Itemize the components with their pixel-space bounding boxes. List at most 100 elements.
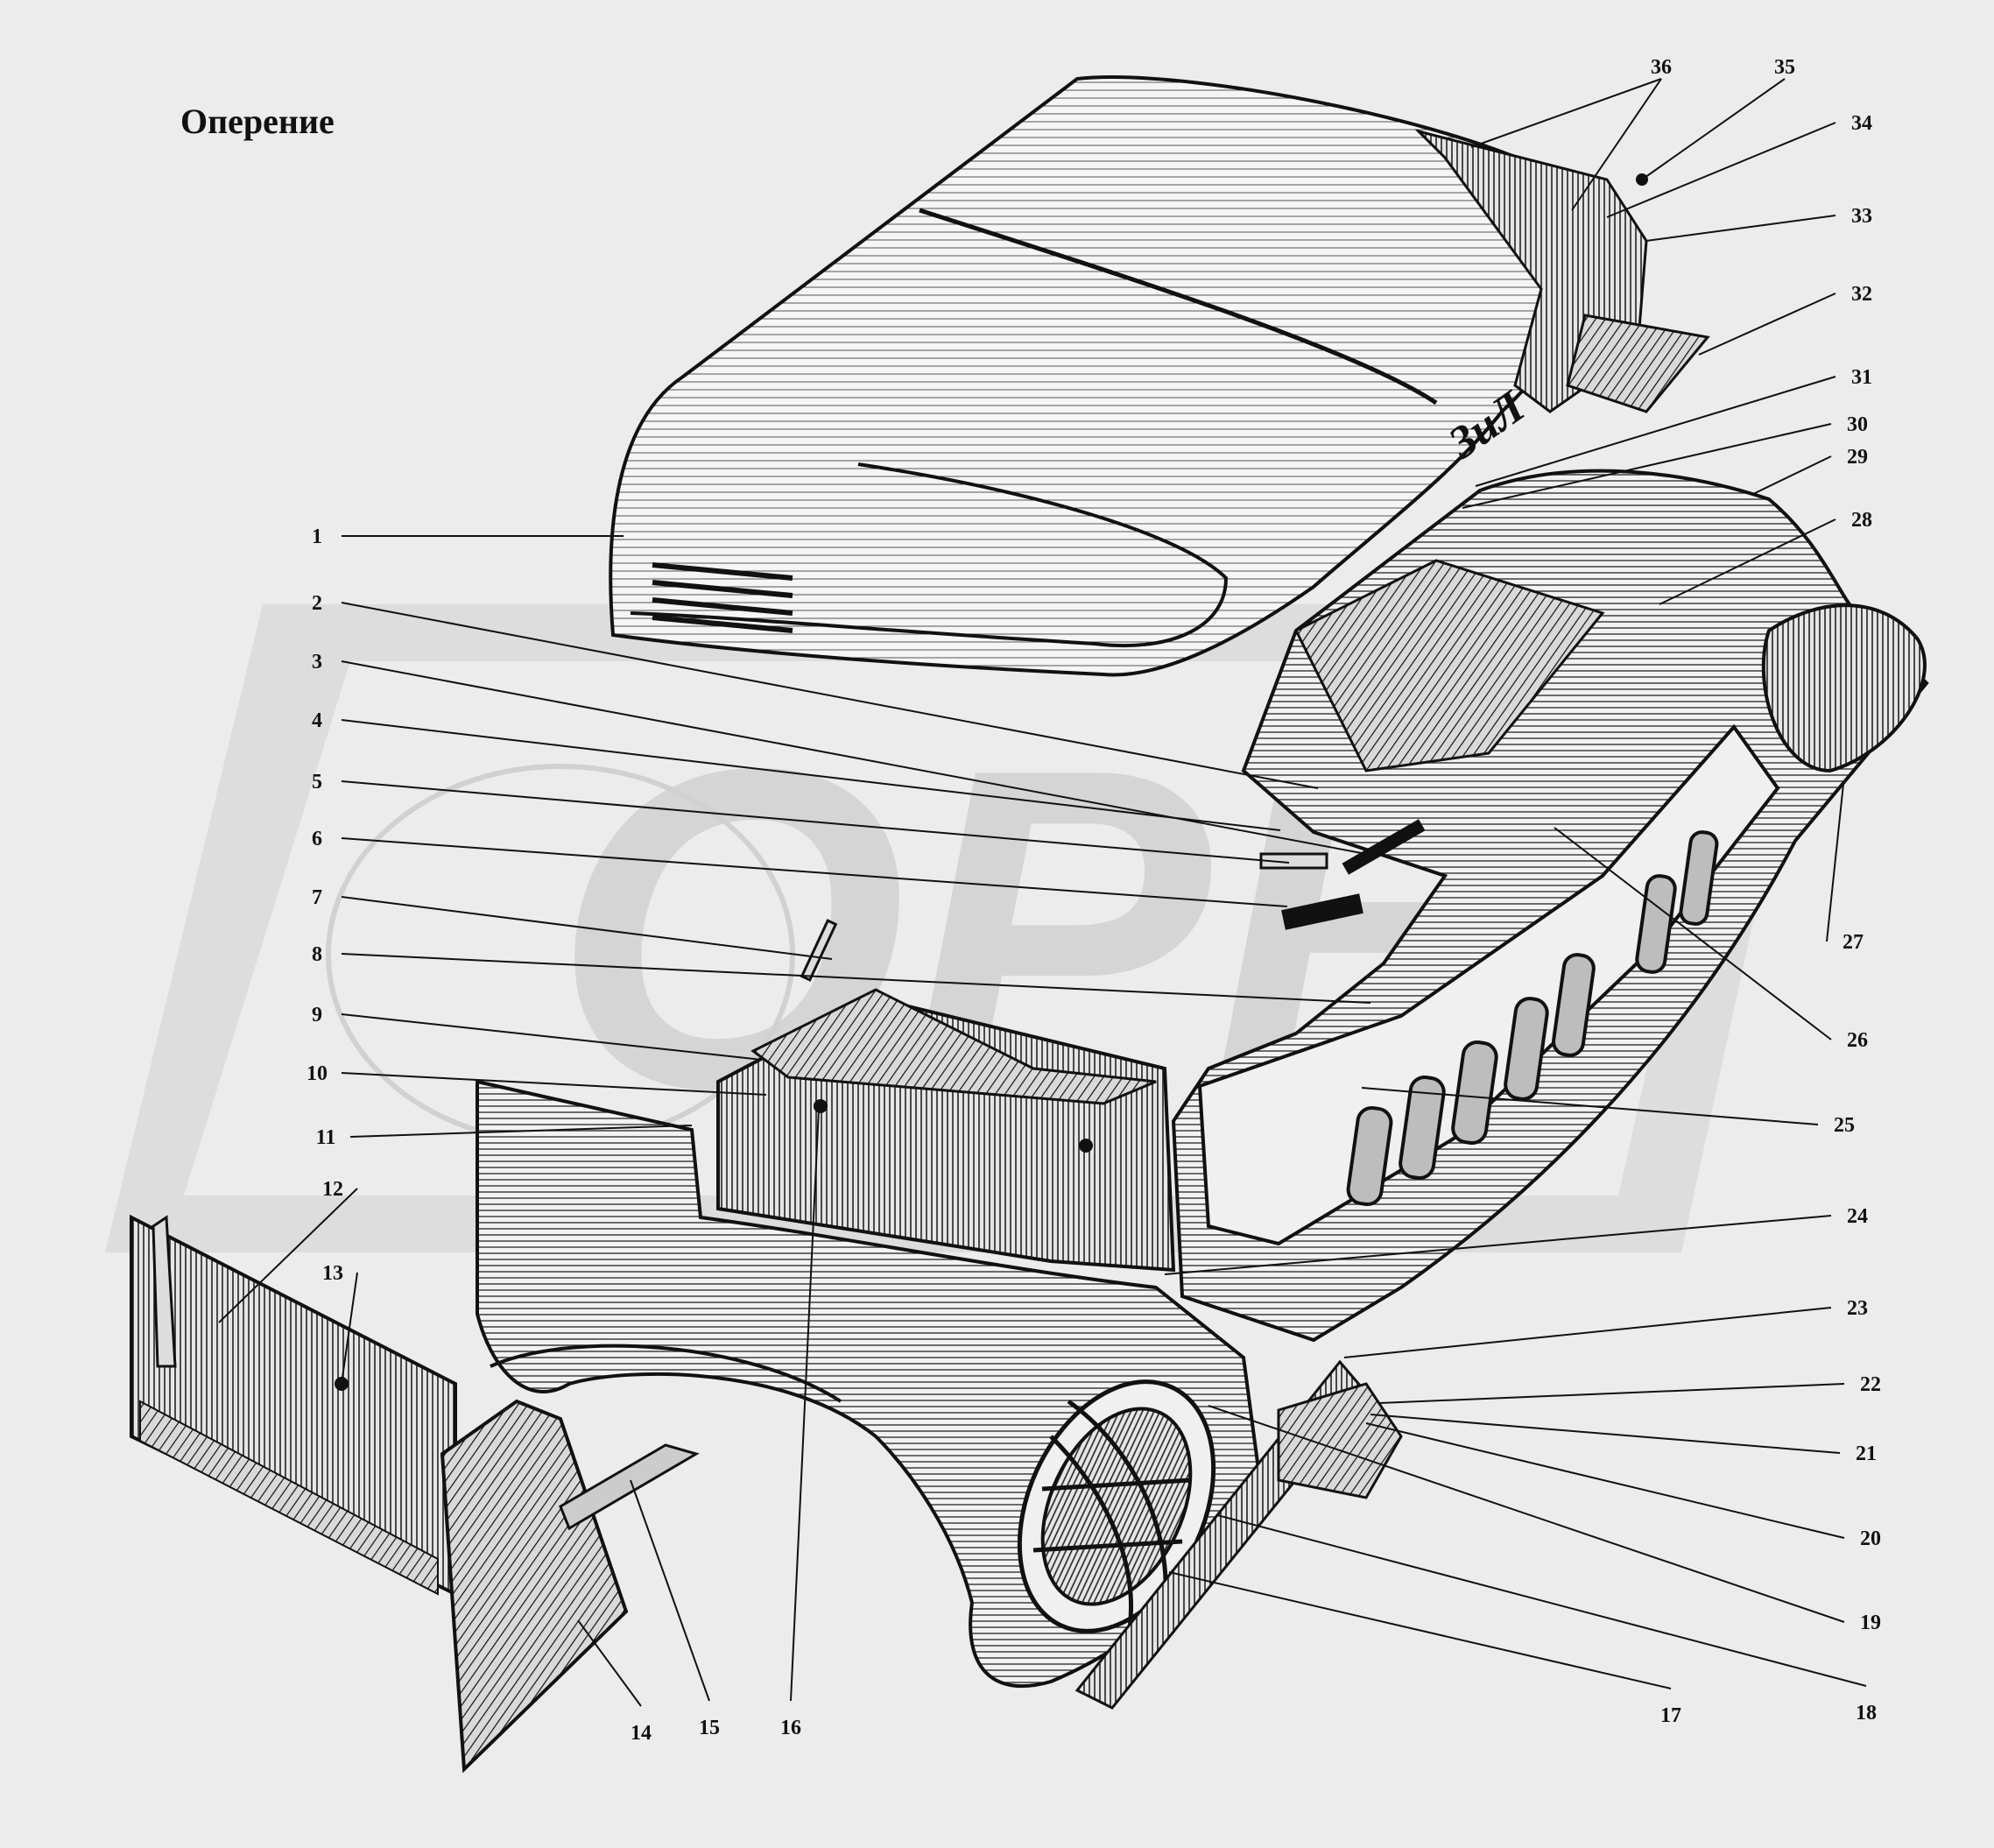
front-bumper	[1075, 1359, 1403, 1710]
right-fender-assembly	[1171, 469, 1929, 1343]
upper-shield	[750, 988, 1157, 1105]
leader-line-28	[1659, 518, 1836, 605]
center-panel	[716, 988, 1176, 1273]
mudflap-bracket	[559, 1443, 700, 1531]
callout-number-11: 11	[316, 1126, 336, 1149]
page-title: Оперение	[180, 102, 335, 141]
callout-number-22: 22	[1860, 1373, 1881, 1396]
left-headlamp	[1017, 1379, 1216, 1633]
leader-line-20	[1365, 1422, 1845, 1539]
callout-number-25: 25	[1834, 1114, 1855, 1137]
step-tread	[139, 1400, 439, 1596]
panel-hole-right	[1079, 1139, 1093, 1153]
leader-line-23	[1343, 1307, 1832, 1358]
callout-number-18: 18	[1856, 1702, 1877, 1725]
callout-number-8: 8	[312, 943, 322, 966]
callout-number-29: 29	[1847, 446, 1868, 469]
leader-line-27	[1826, 783, 1844, 942]
leader-line-21	[1370, 1414, 1841, 1454]
panel-hole-left	[814, 1099, 828, 1113]
callout-number-15: 15	[699, 1717, 720, 1739]
callout-number-24: 24	[1847, 1205, 1868, 1228]
callout-number-6: 6	[312, 828, 322, 850]
leader-line-36	[1470, 78, 1662, 148]
hood-vent-louvers	[652, 562, 793, 633]
leader-line-7	[341, 896, 833, 960]
leader-line-4	[341, 719, 1281, 831]
leader-line-3	[341, 660, 1367, 855]
leader-line-9	[341, 1013, 763, 1061]
callout-number-34: 34	[1851, 112, 1872, 135]
hinge-bracket-plate	[1566, 314, 1710, 413]
hood-center-crease	[919, 208, 1438, 406]
leader-line-30	[1462, 423, 1832, 509]
headlamp-rim	[1040, 1407, 1193, 1606]
hood-hinge-brackets	[1414, 129, 1710, 413]
right-headlamp-guard	[1761, 603, 1927, 773]
callout-number-30: 30	[1847, 413, 1868, 436]
callout-number-31: 31	[1851, 366, 1872, 389]
callout-number-17: 17	[1660, 1704, 1681, 1727]
callout-number-9: 9	[312, 1004, 322, 1026]
callout-number-33: 33	[1851, 205, 1872, 228]
leader-line-8	[341, 953, 1371, 1004]
leader-line-17	[1168, 1571, 1672, 1689]
callout-number-10: 10	[306, 1062, 328, 1085]
leader-line-16	[790, 1107, 820, 1702]
callout-number-4: 4	[312, 709, 322, 732]
step-bracket	[151, 1215, 177, 1368]
callout-number-21: 21	[1856, 1442, 1877, 1465]
leader-line-15	[630, 1479, 710, 1702]
callout-number-7: 7	[312, 886, 322, 909]
leader-line-10	[341, 1072, 767, 1096]
mudflap	[440, 1399, 700, 1774]
leader-line-11	[349, 1125, 693, 1138]
small-parts	[800, 819, 1426, 982]
callout-number-12: 12	[322, 1178, 343, 1201]
leader-line-29	[1751, 455, 1832, 496]
leader-line-26	[1554, 827, 1832, 1040]
callout-number-2: 2	[312, 592, 322, 615]
leader-line-35	[1641, 78, 1786, 180]
callout-number-1: 1	[312, 525, 322, 548]
grille-slots	[1346, 830, 1719, 1207]
leader-line-13	[341, 1272, 358, 1385]
callout-number-16: 16	[780, 1717, 801, 1739]
leader-line-18	[1216, 1514, 1867, 1687]
callout-number-20: 20	[1860, 1527, 1881, 1550]
callout-number-5: 5	[312, 771, 322, 794]
callout-number-35: 35	[1774, 56, 1795, 79]
radiator-grille-front	[1197, 723, 1780, 1246]
callout-number-19: 19	[1860, 1612, 1881, 1634]
part-strip-7	[800, 919, 838, 982]
callout-number-28: 28	[1851, 509, 1872, 532]
callout-number-23: 23	[1847, 1297, 1868, 1320]
inner-panel-dark	[1293, 559, 1605, 772]
leader-line-24	[1164, 1215, 1832, 1275]
part-seal-6	[1281, 893, 1363, 930]
callout-number-36: 36	[1651, 56, 1672, 79]
hood-side-panel	[630, 462, 1229, 648]
callout-number-26: 26	[1847, 1029, 1868, 1052]
leader-line-5	[341, 780, 1290, 864]
leader-line-22	[1378, 1383, 1845, 1404]
leader-line-34	[1606, 122, 1836, 218]
bumper-mudflap-dark	[1277, 1382, 1403, 1499]
leader-line-6	[341, 837, 1288, 907]
fender-arch-edge	[490, 1344, 842, 1403]
callout-number-13: 13	[322, 1262, 343, 1285]
engine-hood: ЗиЛ	[609, 75, 1595, 677]
callout-number-32: 32	[1851, 283, 1872, 306]
part-strip-3	[1342, 819, 1426, 875]
callout-number-27: 27	[1843, 931, 1864, 954]
leader-line-33	[1645, 215, 1836, 242]
leader-line-36-b	[1571, 78, 1662, 211]
leader-line-31	[1475, 376, 1836, 487]
leader-line-2	[341, 602, 1319, 789]
leader-line-12	[218, 1188, 358, 1323]
callout-number-14: 14	[631, 1722, 652, 1745]
callout-number-3: 3	[312, 651, 322, 674]
